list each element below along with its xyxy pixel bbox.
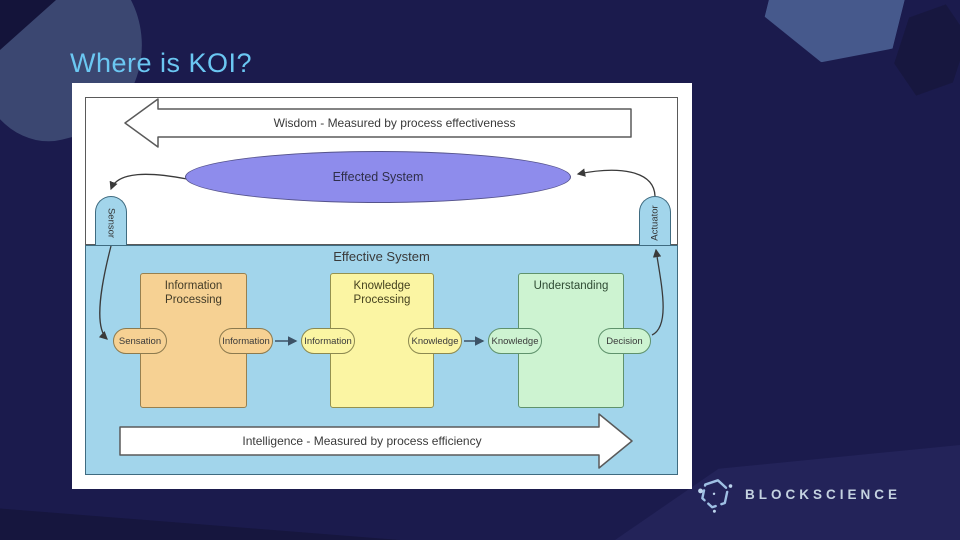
understanding-label: Understanding: [533, 280, 609, 292]
connector-decision-to-actuator: [651, 248, 664, 336]
pill-sensation: Sensation: [113, 328, 167, 354]
connector-layer: [98, 98, 664, 469]
actuator-label: Actuator: [649, 205, 661, 242]
pill-information-in: Information: [301, 328, 355, 354]
background-band-bottom-left: [0, 508, 400, 540]
knowledge-processing-label: Knowledge Processing: [353, 280, 411, 307]
pill-knowledge-out: Knowledge: [408, 328, 462, 354]
blockscience-logo: BLOCKSCIENCE: [697, 474, 901, 514]
sensor-label: Sensor: [105, 208, 117, 239]
wisdom-arrow: [124, 98, 632, 148]
intelligence-arrow-label: Intelligence - Measured by process effic…: [242, 434, 482, 448]
effected-system-label: Effected System: [332, 170, 424, 184]
effected-system-ellipse: Effected System: [185, 151, 571, 203]
intelligence-arrow: [119, 413, 633, 469]
logo-wordmark: BLOCKSCIENCE: [745, 486, 902, 502]
sensor-tab: Sensor: [95, 196, 127, 245]
information-processing-label: Information Processing: [164, 280, 223, 307]
diagram-panel: Information Processing Knowledge Process…: [72, 83, 692, 489]
connector-actuator-to-effected: [576, 168, 656, 197]
background-hexagon-shape: [757, 0, 915, 78]
pill-decision: Decision: [598, 328, 651, 354]
actuator-tab: Actuator: [639, 196, 671, 245]
page-title: Where is KOI?: [70, 48, 253, 78]
pill-information-out: Information: [219, 328, 273, 354]
connector-sensor-to-sensation: [98, 245, 112, 340]
connector-effected-to-sensor: [109, 173, 188, 191]
effective-system-label: Effective System: [333, 249, 430, 264]
pill-knowledge-in: Knowledge: [488, 328, 542, 354]
hexagon-dashed-icon: [698, 479, 733, 513]
wisdom-arrow-label: Wisdom - Measured by process effectivene…: [273, 116, 516, 130]
